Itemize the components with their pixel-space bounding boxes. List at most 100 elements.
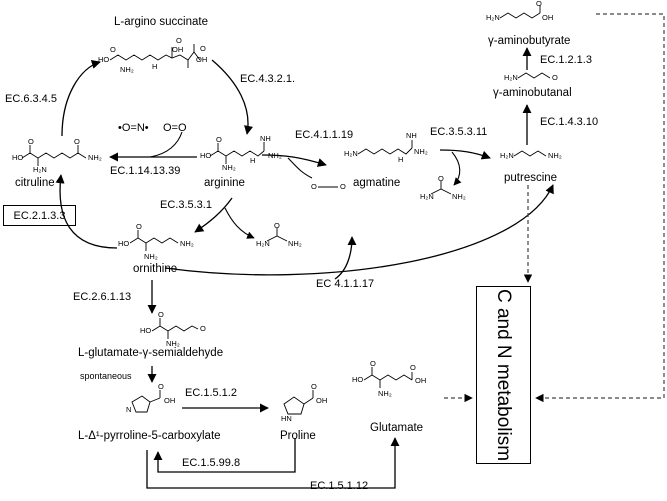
compound-putrescine: putrescine (504, 172, 558, 184)
arrow-urea-released-2 (451, 151, 462, 186)
enzyme-ec-3-5-3-11: EC.3.5.3.11 (430, 126, 488, 138)
compound-citruline: citruline (15, 177, 55, 189)
spontaneous-note: spontaneous (80, 371, 132, 381)
structure-urea-1 (266, 235, 288, 242)
atom-label: NH₂ (180, 239, 194, 248)
atom-label: O (311, 182, 317, 191)
atom-label: HO (98, 55, 110, 64)
structure-citruline (21, 152, 87, 159)
compound-p5c: L-Δ¹-pyrroline-5-carboxylate (78, 430, 221, 442)
enzyme-ec-1-2-1-3: EC.1.2.1.3 (540, 54, 592, 66)
structure-proline-ring (283, 396, 305, 415)
atom-label: O (158, 310, 164, 319)
atom-label: H (398, 155, 404, 164)
atom-label: NH₂ (414, 147, 428, 156)
arrow-arginine-to-ornithine (194, 197, 233, 233)
atom-label: NH₂ (166, 339, 180, 348)
atom-label: H₂N (420, 192, 434, 201)
atom-label: H₂N (344, 149, 358, 158)
structure-ornithine (129, 237, 179, 244)
atom-label: NH₂ (378, 389, 392, 398)
atom-label: HO (140, 326, 152, 335)
arrow-p5c-to-glutamate (146, 437, 400, 489)
enzyme-ec-1-5-1-12: EC.1.5.1.12 (310, 480, 369, 492)
atom-label: O (216, 135, 222, 144)
atom-label: O (74, 137, 80, 146)
atom-label: O (200, 324, 206, 333)
enzyme-ec-2-1-3-3-box: EC.2.1.3.3 (3, 205, 76, 226)
atom-label: NH₂ (268, 151, 282, 160)
enzyme-ec-1-5-99-8: EC.1.5.99.8 (182, 457, 241, 469)
atom-label: NH₂ (144, 252, 158, 261)
compound-argino-succinate: L-argino succinate (114, 16, 208, 28)
enzyme-ec-2-6-1-13: EC.2.6.1.13 (73, 291, 132, 303)
structure-p5c-ring (131, 395, 151, 413)
atom-label: HO (118, 239, 130, 248)
dash-aminobutyrate-to-metabolism (535, 13, 665, 403)
compound-glutamate-semialdehyde: L-glutamate-γ-semialdehyde (78, 347, 224, 359)
atom-label: OH (415, 376, 427, 385)
structure-aminobutyrate (499, 12, 541, 19)
enzyme-ec-4-3-2-1: EC.4.3.2.1. (240, 73, 296, 85)
atom-label: O (552, 73, 558, 82)
enzyme-ec-2-1-3-3: EC.2.1.3.3 (13, 209, 66, 222)
structure-urea-2 (430, 188, 452, 195)
arrow-citruline-to-succinate (61, 60, 101, 137)
enzyme-ec-1-14-13-39: EC.1.14.13.39 (110, 165, 181, 177)
atom-label: OH (542, 13, 554, 22)
arrow-ornithine-to-citruline (55, 174, 118, 249)
arrow-arginine-to-agmatine (261, 154, 327, 167)
structure-argino-succinate (109, 51, 201, 61)
atom-label: O (158, 382, 164, 391)
atom-label: NH₂ (548, 151, 562, 160)
atom-label: NH (260, 134, 271, 143)
arrow-branch-to-agmatine (334, 236, 357, 280)
atom-label: O (410, 363, 416, 372)
atom-label: H (152, 62, 158, 71)
compound-arginine: arginine (204, 177, 245, 189)
atom-label: H₂N (33, 165, 47, 174)
atom-label: NH₂ (120, 65, 134, 74)
enzyme-ec-6-3-4-5: EC.6.3.4.5 (5, 93, 57, 105)
enzyme-ec-1-5-1-2: EC.1.5.1.2 (185, 387, 237, 399)
arrow-ornithine-to-putrescine (164, 184, 554, 276)
structure-arginine (209, 150, 265, 157)
atom-label: H (250, 156, 256, 165)
enzyme-ec-1-4-3-10: EC.1.4.3.10 (540, 116, 599, 128)
atom-label: NH₂ (288, 239, 302, 248)
atom-label: O (340, 182, 346, 191)
atom-label: H₂N (256, 239, 270, 248)
atom-label: H₂N (486, 13, 500, 22)
structure-sketches (21, 5, 551, 415)
atom-label: OH (172, 45, 184, 54)
arrow-succinate-to-arginine (211, 59, 254, 135)
atom-label: O (200, 44, 206, 53)
atom-label: NH₂ (222, 163, 236, 172)
nitric-oxide-fragment: •O=N• (118, 122, 149, 134)
compound-aminobutanal: γ-aminobutanal (493, 87, 572, 99)
atom-label: HN (281, 414, 292, 423)
compound-proline: Proline (280, 430, 316, 442)
structure-agmatine (357, 147, 413, 155)
metabolism-box (476, 286, 531, 464)
compound-aminobutyrate: γ-aminobutyrate (488, 35, 571, 47)
arrow-urea-released-1 (224, 207, 255, 239)
atom-label: O (110, 45, 116, 54)
atom-label: O (311, 382, 317, 391)
compound-ornithine: ornithine (133, 263, 178, 275)
atom-label: O (28, 137, 34, 146)
structure-aminobutanal (517, 72, 551, 79)
atom-label: H₂N (504, 73, 518, 82)
atom-label: O (136, 222, 142, 231)
arrow-proline-to-p5c (153, 438, 296, 473)
structure-glutamate (363, 374, 413, 381)
atom-label: NH₂ (452, 192, 466, 201)
atom-label: NH (406, 131, 417, 140)
oxygen-fragment: O=O (163, 122, 187, 134)
structure-putrescine (513, 150, 547, 157)
structure-glutamate-semialdehyde (151, 325, 199, 332)
enzyme-ec-4-1-1-19: EC.4.1.1.19 (295, 129, 354, 141)
atom-label: HO (352, 375, 364, 384)
